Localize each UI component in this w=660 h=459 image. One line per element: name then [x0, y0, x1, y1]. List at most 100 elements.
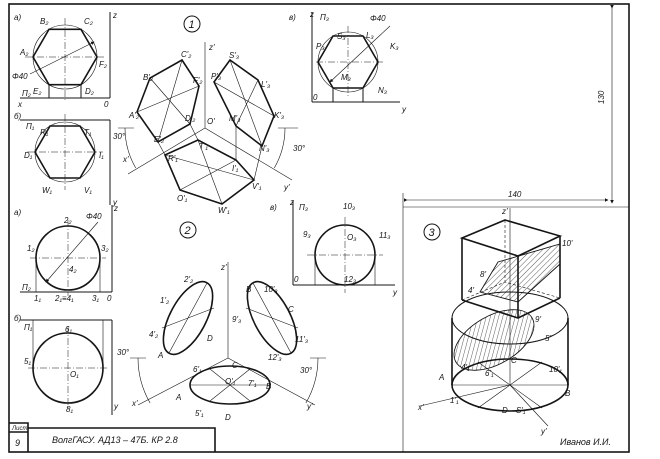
top-view-axes: [20, 319, 113, 415]
top-view-projectors: [32, 320, 104, 368]
point-label: D: [207, 334, 213, 343]
cube-section-hatched: [479, 243, 561, 303]
task2-side-view: в) z Π₃ 10₃ 9₃ O₃ 11₃ 12₃ 0 y: [270, 198, 398, 297]
isometric-axes: [137, 262, 316, 406]
iso-angle-arc-left: [130, 357, 151, 404]
point-label: 4₂: [69, 265, 77, 274]
side-view-centerlines: [316, 26, 384, 98]
task-number-circle: [183, 15, 201, 33]
point-label: E'₂: [154, 135, 164, 144]
axis-label: z: [113, 204, 118, 213]
iso-angle-arc-right: [305, 357, 326, 404]
axis-label: x': [131, 399, 138, 408]
task1-top-view: б) Π₁ R₁ T₁ D₁ I₁ W₁ V₁ y: [14, 112, 118, 207]
point-label: 4'₂: [149, 330, 158, 339]
iso-angle-arc-left: [118, 127, 136, 169]
point-label: 8': [480, 270, 486, 279]
point-label: O'₁: [225, 377, 236, 386]
sheet-frame: [8, 3, 630, 453]
task-number-circle: [423, 223, 441, 241]
point-label: C: [511, 356, 517, 365]
point-label: W₁: [42, 186, 53, 195]
axis-label: y: [113, 402, 119, 411]
point-label: C'₂: [181, 50, 191, 59]
top-view-centerlines: [28, 326, 108, 410]
point-label: B'₂: [143, 73, 153, 82]
side-view-projectors: [314, 255, 376, 285]
point-label: I₁: [99, 151, 104, 160]
plane-label: Π₂: [22, 283, 31, 292]
point-label: 12'₃: [268, 353, 282, 362]
point-label: O₁: [70, 370, 79, 379]
view-label: в): [289, 13, 296, 22]
point-label: B: [266, 382, 272, 391]
point-label: L₃: [366, 31, 374, 40]
axis-label: z': [208, 43, 215, 52]
axis-label: y': [540, 427, 547, 436]
plane-label: Π₃: [320, 13, 329, 22]
point-label: 10'₁: [549, 365, 562, 374]
point-label: 7'₁: [248, 379, 257, 388]
iso-side-hexagon: [213, 58, 275, 148]
point-label: D'₂: [185, 114, 195, 123]
point-label: F₂: [99, 60, 107, 69]
point-label: B: [565, 389, 571, 398]
point-label: 1'₁: [450, 396, 459, 405]
side-view-centerlines: [307, 217, 383, 293]
dimension-width: 140: [508, 190, 522, 199]
point-label: 2₂: [63, 216, 72, 225]
axis-label: z': [220, 263, 227, 272]
point-label: D₁: [24, 151, 33, 160]
document-designation: ВолгГАСУ. АД13 – 47Б. КР 2.8: [52, 435, 178, 445]
task2-top-view: б) Π₁ 6₁ 5₁ O₁ 8₁ y: [14, 314, 119, 415]
point-label: C: [288, 305, 294, 314]
point-label: 6'₁: [485, 369, 494, 378]
view-label: в): [270, 203, 277, 212]
point-label: A: [157, 351, 163, 360]
angle-label: 30°: [300, 366, 313, 375]
point-label: F'₂: [193, 76, 202, 85]
point-label: N₃: [378, 86, 387, 95]
point-label: E₂: [33, 87, 41, 96]
point-label: C₂: [84, 17, 93, 26]
panel3-border: [402, 193, 629, 452]
point-label: L'₃: [261, 80, 270, 89]
point-label: D₂: [85, 87, 94, 96]
point-label: O₃: [347, 233, 356, 242]
point-label: D: [225, 413, 231, 422]
origin-label: 0: [107, 294, 112, 303]
top-view-hexagon: [34, 125, 96, 179]
axis-label: z: [289, 198, 294, 207]
point-label: 6'₁: [193, 365, 202, 374]
point-label: 9'₃: [232, 315, 241, 324]
diameter-label: Φ40: [86, 212, 102, 221]
point-label: 4': [468, 286, 474, 295]
iso-ellipse-diameters: [161, 282, 299, 402]
plane-label: Π₃: [299, 203, 308, 212]
angle-label: 30°: [113, 132, 126, 141]
front-view-centerlines: [25, 18, 105, 100]
point-label: W'₁: [218, 206, 230, 215]
task-number: 3: [429, 227, 436, 239]
side-view-axes: [292, 200, 395, 286]
view-label: а): [14, 208, 21, 217]
axis-label: y': [306, 402, 313, 411]
axis-label: x': [417, 403, 424, 412]
plane-label: Π₁: [24, 323, 33, 332]
point-label: 1₁: [34, 294, 41, 303]
axis-label: y': [283, 183, 290, 192]
point-label: 1'₂: [160, 296, 169, 305]
iso-side-ellipse: [246, 280, 298, 356]
point-label: N'₃: [259, 144, 269, 153]
point-label: B: [246, 285, 252, 294]
point-label: 3₂: [101, 244, 109, 253]
side-view-axes: [311, 12, 400, 103]
point-label: 10₃: [343, 202, 355, 211]
point-label: 11'₃: [295, 335, 308, 344]
point-label: A: [438, 373, 444, 382]
point-label: A'₂: [128, 111, 139, 120]
diameter-label: Φ40: [12, 72, 28, 81]
axis-label: x: [17, 100, 23, 109]
point-label: 5₁: [24, 357, 31, 366]
